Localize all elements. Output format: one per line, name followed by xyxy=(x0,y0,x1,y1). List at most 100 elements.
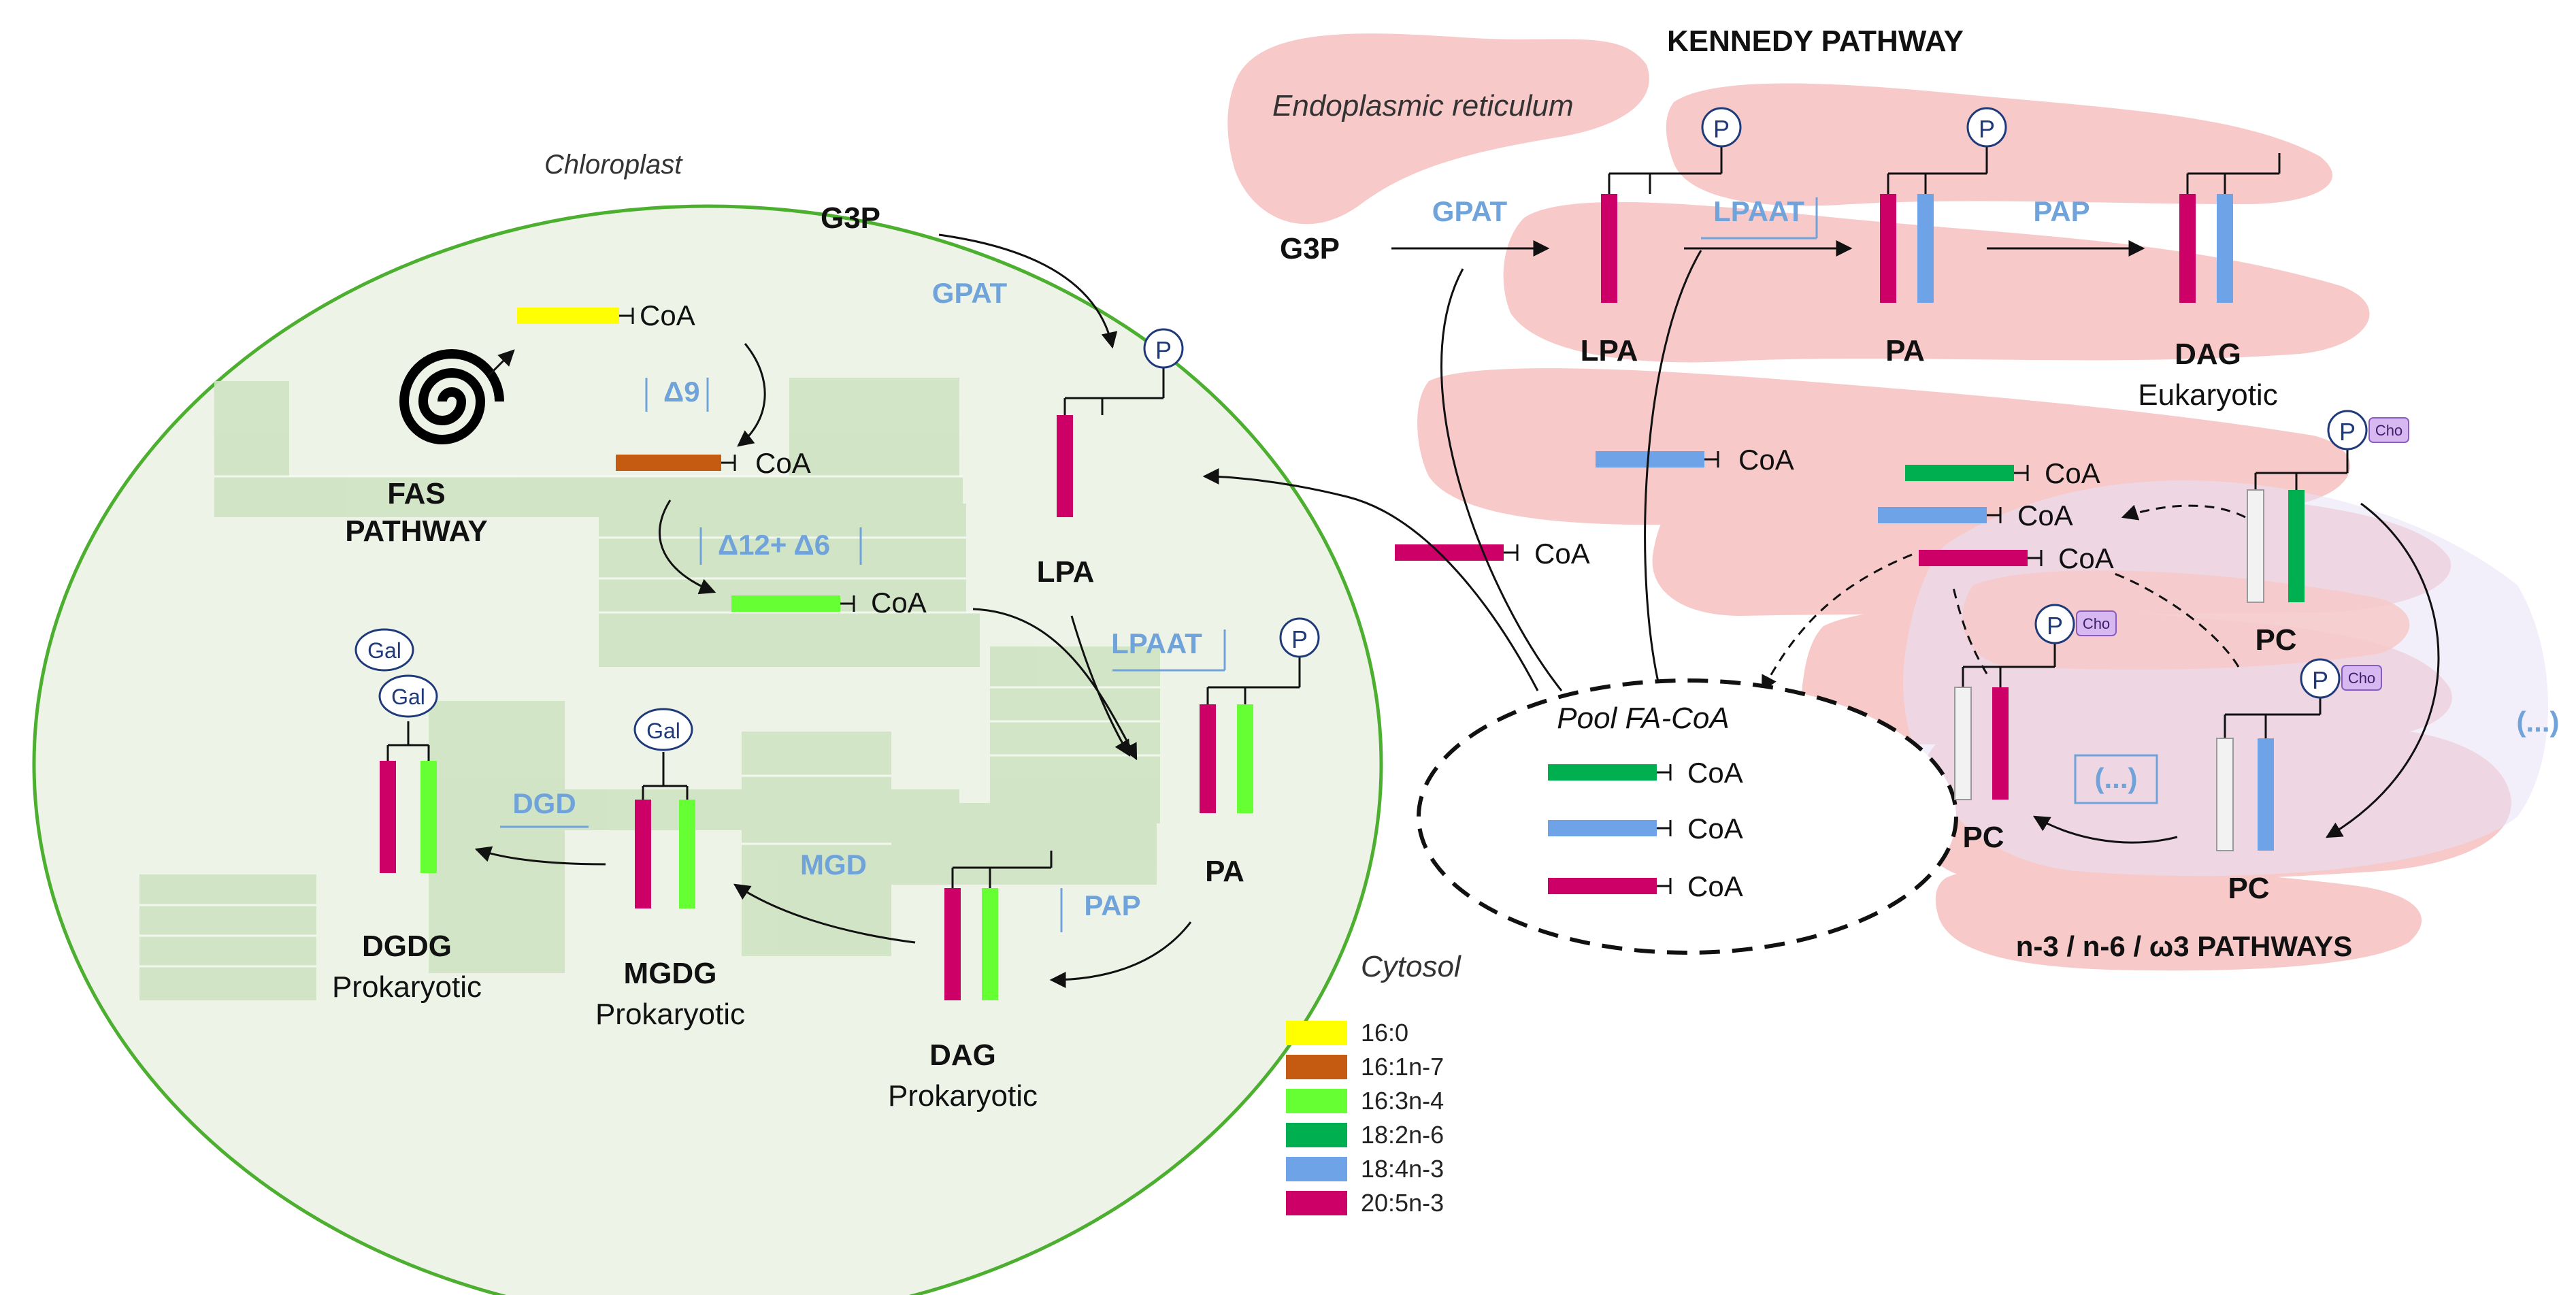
legend-swatch xyxy=(1286,1021,1347,1045)
fa-bar-182-pc xyxy=(1905,465,2014,481)
arrow-pc-left-to-list xyxy=(1951,585,1988,674)
chloroplast-dgdg-type: Prokaryotic xyxy=(332,970,482,1004)
pc-left xyxy=(1954,643,2056,800)
phosphate-label: P xyxy=(2312,666,2328,694)
phosphate-label: P xyxy=(1291,625,1308,653)
fa-bar-16-1 xyxy=(616,455,721,471)
chloroplast-membrane xyxy=(32,204,1383,1295)
phosphate-icon xyxy=(1701,107,1742,148)
phosphate-icon xyxy=(2327,410,2368,450)
arrow-desat-d9 xyxy=(737,343,766,447)
choline-badge xyxy=(2341,665,2382,691)
arrow-fas-to-160 xyxy=(487,349,515,377)
ellipsis-box xyxy=(2074,754,2158,804)
fa-bar-184-pc xyxy=(1878,507,1987,523)
thylakoid-7 xyxy=(789,378,959,534)
phosphate-label: P xyxy=(1979,115,1995,143)
thylakoid-16 xyxy=(139,966,316,1000)
chloroplast-dgd: DGD xyxy=(512,787,576,819)
legend-label: 16:3n-4 xyxy=(1361,1087,1444,1115)
phosphate-icon xyxy=(1279,617,1320,658)
fa-bar-pool-182 xyxy=(1548,764,1657,781)
fa-bar-16-3 xyxy=(731,595,840,612)
kennedy-pap: PAP xyxy=(2033,195,2090,227)
delta12-6-enzyme: Δ12+ Δ6 xyxy=(718,529,830,561)
coa-label: CoA xyxy=(1534,538,1590,570)
pc-label: PC xyxy=(2228,872,2269,905)
legend-swatch xyxy=(1286,1055,1347,1079)
dag-kennedy xyxy=(2179,153,2281,303)
choline-badge xyxy=(2368,417,2409,443)
thylakoid-8 xyxy=(990,646,1160,823)
coa-label: CoA xyxy=(2017,499,2073,531)
arrow-dag-to-mgdg xyxy=(733,883,916,944)
chloroplast-lpaat: LPAAT xyxy=(1111,627,1202,659)
chloroplast-pa: PA xyxy=(1205,855,1244,888)
legend-swatch xyxy=(1286,1123,1347,1147)
legend-label: 18:4n-3 xyxy=(1361,1155,1444,1183)
chloroplast-title: Chloroplast xyxy=(544,150,683,180)
lpa-chloroplast xyxy=(1057,367,1165,517)
ellipsis-label-right: (...) xyxy=(2517,706,2560,738)
galactose-label: Gal xyxy=(646,719,680,743)
kennedy-g3p: G3P xyxy=(1280,232,1340,265)
legend-label: 16:0 xyxy=(1361,1019,1408,1047)
dgdg xyxy=(380,721,437,873)
legend-label: 16:1n-7 xyxy=(1361,1053,1444,1081)
choline-label: Cho xyxy=(2375,422,2402,439)
arrow-lpa-to-pa xyxy=(1070,615,1131,757)
phosphate-icon xyxy=(2300,658,2341,699)
fa-bar-205-pc xyxy=(1919,550,2028,566)
arrow-pc-to-pool xyxy=(1761,553,1913,693)
legend-label: 20:5n-3 xyxy=(1361,1189,1444,1217)
thylakoid-4 xyxy=(599,538,966,578)
galactose-icon xyxy=(354,628,414,672)
kennedy-pa: PA xyxy=(1885,334,1925,367)
pc-top xyxy=(2247,449,2349,603)
er-label: Endoplasmic reticulum xyxy=(1272,89,1574,122)
er-lobe-3 xyxy=(1503,201,2370,363)
fas-label-line1: FAS xyxy=(387,477,446,510)
coa-label-16-1: CoA xyxy=(755,447,811,479)
chloroplast-dgdg: DGDG xyxy=(362,930,452,963)
coa-label-16-3: CoA xyxy=(871,587,927,619)
fa-bar-184-kennedy xyxy=(1596,451,1704,468)
chloroplast-pap: PAP xyxy=(1084,889,1140,921)
phosphate-icon xyxy=(1143,328,1184,369)
thylakoid-14 xyxy=(139,905,316,936)
coa-label: CoA xyxy=(2058,542,2114,574)
coa-label: CoA xyxy=(1687,757,1743,789)
arrow-mgdg-to-dgdg xyxy=(474,846,606,866)
coa-label: CoA xyxy=(1687,813,1743,845)
phosphate-label: P xyxy=(1155,336,1172,364)
arrow-pool-to-gpat xyxy=(1440,268,1563,691)
kennedy-lpaat: LPAAT xyxy=(1713,195,1804,227)
fa-bar-pool-184 xyxy=(1548,820,1657,836)
thylakoid-6 xyxy=(599,612,980,667)
cytosol-label: Cytosol xyxy=(1361,950,1462,983)
chloroplast-lpa: LPA xyxy=(1037,555,1095,589)
chloroplast-mgdg: MGDG xyxy=(624,957,717,990)
fa-bar-pool-205 xyxy=(1548,878,1657,894)
arrow-pc-top-to-right xyxy=(2325,502,2440,838)
pc-label: PC xyxy=(1962,821,2004,854)
fa-bar-205-cytosol xyxy=(1395,544,1504,561)
coa-label: CoA xyxy=(1738,444,1794,476)
chloroplast-gpat: GPAT xyxy=(932,277,1008,309)
arrow-pa-to-dag xyxy=(1049,921,1192,988)
coa-label-16-0: CoA xyxy=(640,299,695,331)
coa-label: CoA xyxy=(1687,870,1743,902)
fas-label-line2: PATHWAY xyxy=(345,514,487,548)
arrow-pc-right-to-left xyxy=(2032,815,2178,844)
galactose-label: Gal xyxy=(367,638,401,663)
arrow-pc-right-to-list xyxy=(2109,570,2240,668)
phosphate-icon xyxy=(1966,107,2007,148)
pool-title: Pool FA-CoA xyxy=(1557,702,1730,735)
phosphate-label: P xyxy=(2339,418,2356,446)
galactose-label: Gal xyxy=(391,685,425,709)
spiral-icon xyxy=(399,349,504,444)
mgdg xyxy=(635,752,695,908)
arrow-desat-d12 xyxy=(659,499,716,595)
chloroplast-dag: DAG xyxy=(929,1038,996,1072)
